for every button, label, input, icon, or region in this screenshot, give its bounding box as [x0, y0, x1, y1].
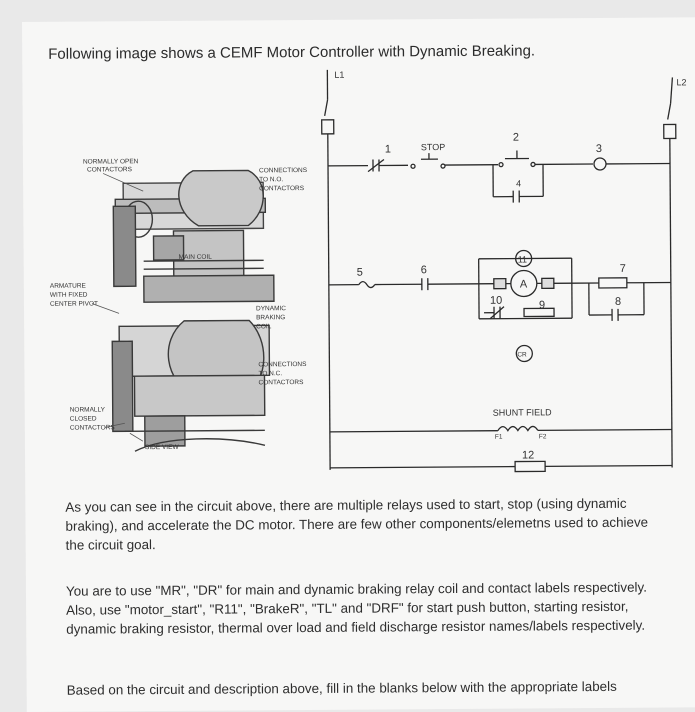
svg-text:COIL: COIL	[256, 323, 272, 330]
svg-text:CONTACTORS: CONTACTORS	[87, 166, 133, 173]
svg-text:DYNAMIC: DYNAMIC	[256, 305, 286, 312]
label-6: 6	[421, 264, 427, 276]
label-connections-nc: CONNECTIONS	[258, 361, 307, 368]
svg-text:TO N.O.: TO N.O.	[259, 176, 283, 183]
label-side-view: SIDE VIEW	[145, 444, 180, 451]
svg-text:CENTER PIVOT: CENTER PIVOT	[50, 300, 98, 307]
label-l2: L2	[676, 77, 686, 87]
label-dynamic-braking-coil: DYNAMIC	[256, 305, 286, 312]
label-f1: F1	[495, 434, 503, 441]
svg-text:CONTACTORS: CONTACTORS	[259, 379, 305, 386]
label-1: 1	[385, 143, 391, 155]
svg-text:BRAKING: BRAKING	[256, 314, 285, 321]
label-3: 3	[596, 143, 602, 155]
label-8: 8	[615, 296, 621, 308]
motor-controller-diagram: NORMALLY OPEN CONTACTORS CONNECTIONS TO …	[22, 17, 695, 492]
svg-text:MAIN COIL: MAIN COIL	[179, 254, 213, 261]
paragraph-fill-blanks: Based on the circuit and description abo…	[67, 677, 667, 700]
svg-text:NORMALLY: NORMALLY	[70, 406, 106, 413]
label-2: 2	[513, 132, 519, 144]
label-5: 5	[357, 267, 363, 279]
label-main-coil: MAIN COIL	[179, 254, 213, 261]
label-normally-open: NORMALLY OPEN	[83, 158, 139, 165]
paragraph-circuit-description: As you can see in the circuit above, the…	[65, 494, 665, 555]
label-l1: L1	[334, 70, 344, 80]
svg-text:CONNECTIONS: CONNECTIONS	[259, 167, 308, 174]
label-normally-closed: NORMALLY	[70, 406, 106, 413]
svg-text:ARMATURE: ARMATURE	[50, 283, 87, 290]
svg-text:CLOSED: CLOSED	[70, 415, 97, 422]
label-7: 7	[620, 263, 626, 275]
svg-text:CONNECTIONS: CONNECTIONS	[258, 361, 307, 368]
label-4: 4	[516, 179, 521, 189]
label-motor-a: A	[520, 278, 528, 290]
svg-text:CONTACTORS: CONTACTORS	[70, 424, 116, 431]
label-shunt-field: SHUNT FIELD	[493, 407, 552, 417]
svg-text:NORMALLY OPEN: NORMALLY OPEN	[83, 158, 139, 165]
svg-text:CONTACTORS: CONTACTORS	[259, 185, 305, 192]
label-cr: CR	[517, 351, 527, 358]
svg-text:WITH FIXED: WITH FIXED	[50, 292, 88, 299]
side-view-drawing	[111, 170, 275, 451]
label-armature: ARMATURE	[50, 283, 87, 290]
label-11: 11	[518, 254, 527, 264]
label-10: 10	[490, 295, 502, 307]
label-9: 9	[539, 299, 545, 311]
schematic-labels: L1 L2 STOP 1 2 3 4 5 6 7 8 9 10 11 A CR …	[334, 67, 689, 462]
label-connections-no: CONNECTIONS	[259, 167, 308, 174]
label-stop: STOP	[421, 142, 445, 152]
label-f2: F2	[539, 433, 547, 440]
document-page: Following image shows a CEMF Motor Contr…	[22, 17, 695, 712]
svg-text:SIDE VIEW: SIDE VIEW	[145, 444, 180, 451]
svg-text:TO N.C.: TO N.C.	[258, 370, 282, 377]
paragraph-label-instructions: You are to use "MR", "DR" for main and d…	[66, 578, 666, 639]
label-12: 12	[522, 449, 534, 461]
